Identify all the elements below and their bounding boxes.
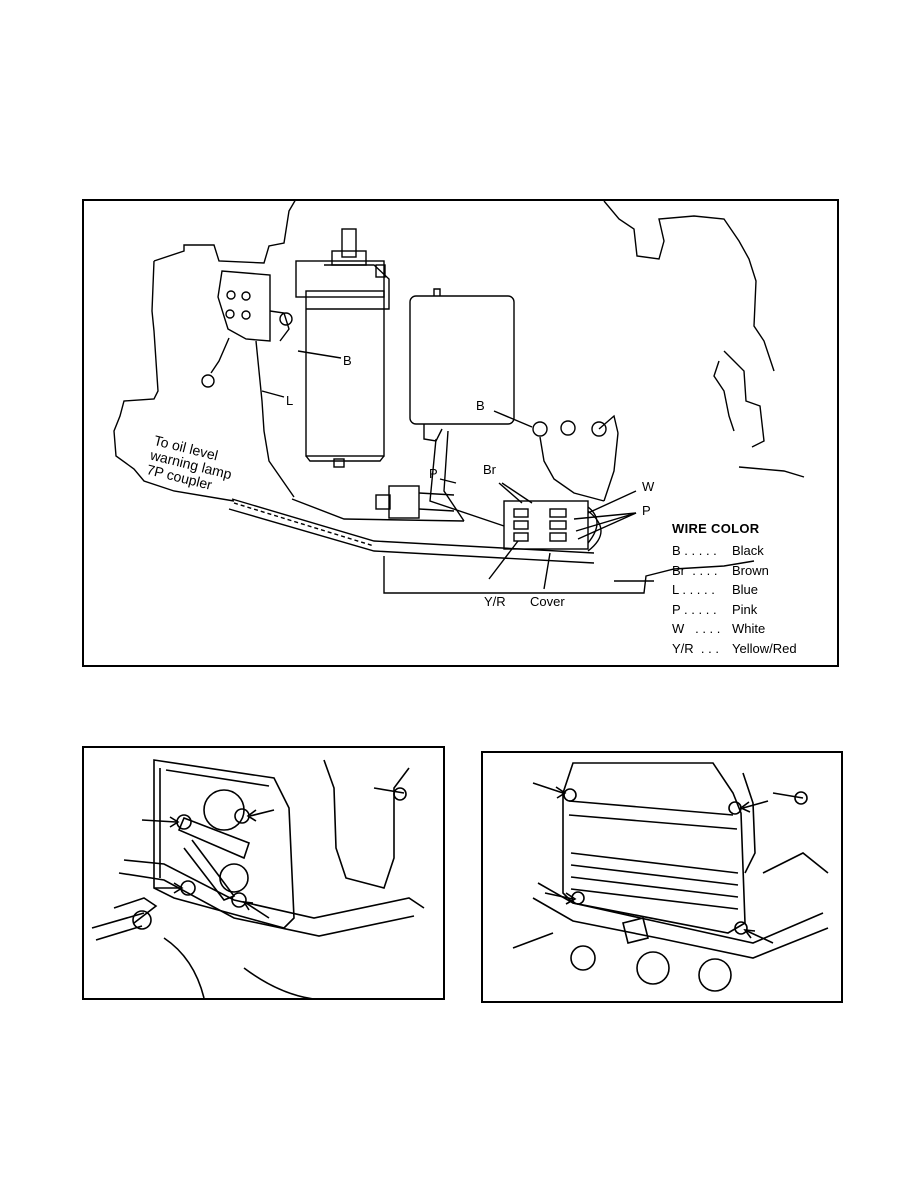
legend-color: Yellow/Red [732,640,797,656]
wire-color-legend: WIRE COLOR B . . . . .Black Br . . . .Br… [672,521,832,660]
legend-color: White [732,621,766,636]
legend-code: B . . . . . [672,543,717,558]
legend-title: WIRE COLOR [672,521,760,536]
callout-w: W [642,479,655,494]
engine-cover-illustration [512,762,829,992]
legend-row: Br . . . . Brown [672,563,832,583]
legend-row: P . . . . . Pink [672,602,832,622]
callout-p-left: P [429,466,438,481]
legend-row: Y/R . . . Yellow/Red [672,641,832,661]
legend-row: W . . . . White [672,621,832,641]
wiring-diagram-drawing [113,201,805,594]
callout-yr: Y/R [484,594,506,609]
legend-code: L . . . . . [672,582,715,597]
cover-bolts-photo-left [82,746,445,1000]
legend-row: L . . . . . Blue [672,582,832,602]
callout-br: Br [483,462,496,477]
legend-color: Pink [732,601,758,617]
legend-code: Br . . . . [672,562,718,578]
cover-bolts-photo-right [481,751,843,1003]
legend-color: Blue [732,582,759,597]
legend-color: Brown [732,562,769,578]
wiring-diagram-panel: B L B P Br W P Y/R Cover To oil level wa… [82,199,839,667]
legend-color: Black [732,543,764,558]
callout-l: L [286,393,294,408]
callout-p-right: P [642,503,651,518]
engine-bracket-illustration [91,759,425,998]
legend-code: W . . . . [672,621,721,636]
callout-cover: Cover [530,594,565,609]
legend-code: P . . . . . [672,601,717,617]
legend-row: B . . . . . Black [672,543,832,563]
callout-b-upper: B [343,353,352,368]
legend-code: Y/R . . . [672,640,719,656]
callout-b-lower: B [476,398,485,413]
